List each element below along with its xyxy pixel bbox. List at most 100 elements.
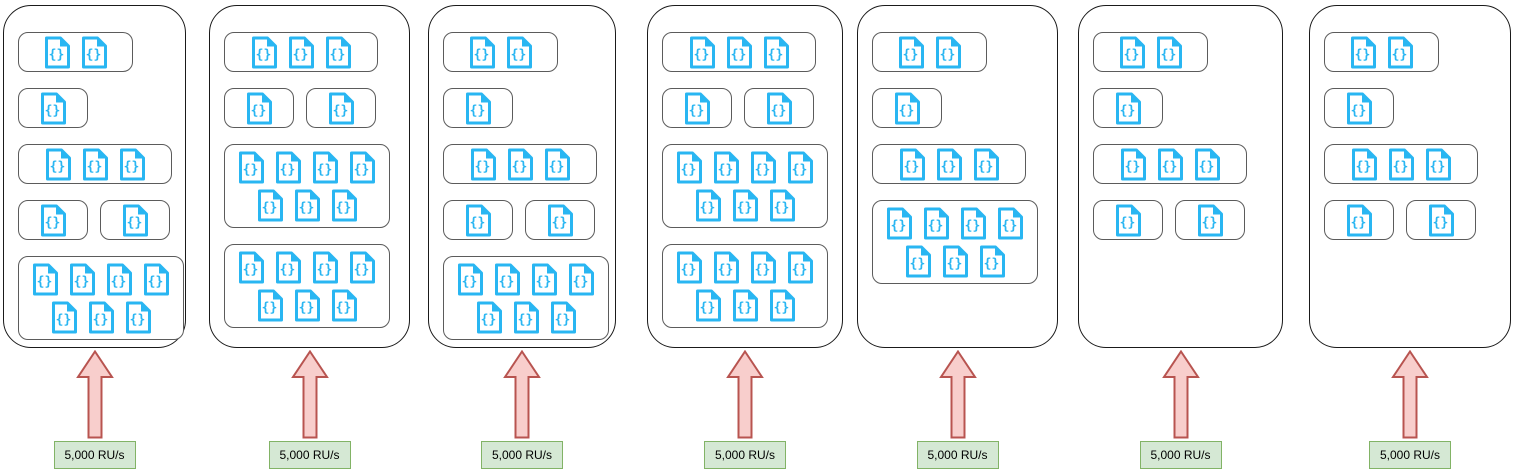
svg-text:{}: {} [517,312,533,327]
logical-partition-row: {} {} {} [872,144,1026,184]
json-document-icon: {} [973,148,999,180]
svg-text:{}: {} [37,274,53,289]
logical-partition-row: {} [18,88,88,128]
svg-text:{}: {} [1123,47,1139,62]
logical-partition-box: {} {} {} [224,32,378,72]
logical-partition-row: {} {} [18,32,133,72]
json-document-icon: {} [677,151,702,183]
svg-text:{}: {} [474,159,490,174]
physical-partition-4: {} {} {} {} {} {} {} {} {} {} [647,5,843,469]
json-document-icon: {} [714,151,739,183]
json-document-icon: {} [714,251,739,283]
json-document-icon: {} [458,263,483,295]
logical-partition-row: {} {} {} [224,32,378,72]
json-document-icon: {} [1428,204,1454,236]
json-document-icon: {} [1387,36,1413,68]
logical-partition-row: {} {} {} {} {} {} {} [18,256,184,340]
svg-text:{}: {} [903,159,919,174]
json-document-icon: {} [1119,36,1145,68]
svg-text:{}: {} [1391,47,1407,62]
json-document-icon: {} [276,151,301,183]
physical-partition-7: {} {} {} {} {} {} {} {} 5,000 RU/s [1309,5,1511,469]
throughput-label: 5,000 RU/s [704,441,786,469]
logical-partition-box: {} {} {} {} {} {} {} [224,144,390,228]
logical-partition-box: {} {} [872,32,987,72]
json-document-icon: {} [239,251,264,283]
svg-text:{}: {} [1002,218,1018,233]
svg-text:{}: {} [773,200,789,215]
svg-text:{}: {} [292,47,308,62]
json-document-icon: {} [695,189,721,221]
json-document-icon: {} [936,148,962,180]
logical-partition-box: {} [1324,200,1394,240]
json-document-icon: {} [33,263,58,295]
json-document-icon: {} [239,151,264,183]
json-document-icon: {} [935,36,961,68]
json-document-icon: {} [732,189,758,221]
json-document-icon: {} [294,289,320,321]
json-document-icon: {} [1194,148,1220,180]
svg-text:{}: {} [730,47,746,62]
logical-partition-box: {} [18,88,88,128]
logical-partition-box: {} {} {} {} {} {} {} [18,256,184,340]
physical-partition-1: {} {} {} {} {} {} {} {} {} {} [3,5,186,469]
svg-text:{}: {} [1124,159,1140,174]
svg-text:{}: {} [469,215,485,230]
logical-partition-row: {} {} [1093,32,1208,72]
json-document-icon: {} [328,92,354,124]
svg-text:{}: {} [699,200,715,215]
logical-partition-box: {} {} {} [1324,144,1478,184]
svg-text:{}: {} [473,47,489,62]
json-document-icon: {} [1346,92,1372,124]
json-document-icon: {} [88,301,114,333]
svg-text:{}: {} [681,162,697,177]
svg-text:{}: {} [44,103,60,118]
svg-text:{}: {} [1119,103,1135,118]
json-document-icon: {} [547,204,573,236]
throughput-arrow-icon [503,350,541,439]
svg-text:{}: {} [767,47,783,62]
json-document-icon: {} [465,92,491,124]
logical-partition-row: {} {} {} {} {} {} {} [443,256,609,340]
logical-partition-box: {} {} [1093,32,1208,72]
json-document-icon: {} [40,92,66,124]
json-document-icon: {} [763,36,789,68]
logical-partition-row: {} {} {} {} {} {} {} [662,144,828,228]
logical-partition-box: {} [872,88,942,128]
json-document-icon: {} [470,148,496,180]
logical-partition-row: {} {} [443,32,558,72]
json-document-icon: {} [532,263,557,295]
json-document-icon: {} [1157,148,1183,180]
svg-text:{}: {} [1350,103,1366,118]
svg-text:{}: {} [49,159,65,174]
svg-text:{}: {} [940,159,956,174]
logical-partition-row: {} [1093,88,1163,128]
svg-text:{}: {} [699,300,715,315]
physical-partition-5: {} {} {} {} {} {} {} {} {} {} [857,5,1058,469]
logical-partition-row: {} [443,88,513,128]
svg-text:{}: {} [902,47,918,62]
json-document-icon: {} [276,251,301,283]
throughput-arrow-icon [1161,350,1200,439]
json-document-icon: {} [1156,36,1182,68]
svg-text:{}: {} [755,162,771,177]
json-document-icon: {} [769,189,795,221]
logical-partition-box: {} {} {} {} {} {} {} [224,244,390,328]
svg-text:{}: {} [536,274,552,289]
json-document-icon: {} [476,301,502,333]
svg-text:{}: {} [332,103,348,118]
svg-text:{}: {} [736,300,752,315]
json-document-icon: {} [246,92,272,124]
json-document-icon: {} [331,289,357,321]
json-document-icon: {} [1346,204,1372,236]
json-document-icon: {} [81,36,107,68]
json-document-icon: {} [350,251,375,283]
logical-partition-box: {} [18,200,88,240]
logical-partition-box: {} [1175,200,1245,240]
json-document-icon: {} [107,263,132,295]
json-document-icon: {} [766,92,792,124]
json-document-icon: {} [51,301,77,333]
json-document-icon: {} [677,251,702,283]
svg-text:{}: {} [946,256,962,271]
logical-partition-box: {} [224,88,294,128]
